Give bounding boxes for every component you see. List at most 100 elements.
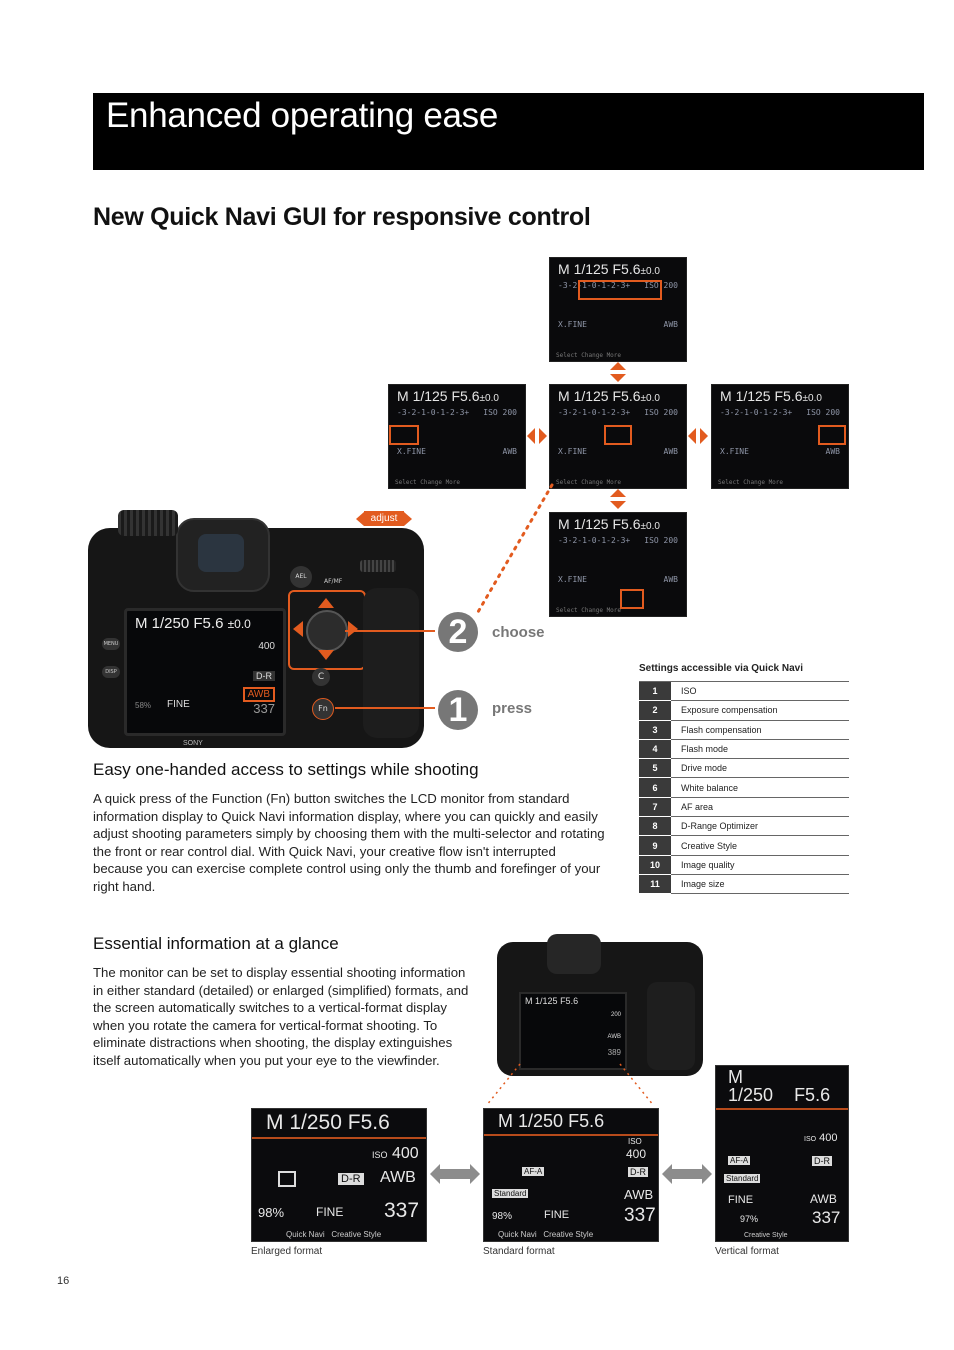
enl-footer-fn: Quick Navi (286, 1230, 325, 1239)
selection-highlight (818, 425, 846, 445)
qn-shutter: 1/125 (573, 516, 609, 532)
vert-shutter: 1/250 (728, 1085, 774, 1105)
drive-mode-icon (278, 1171, 296, 1187)
row-label: Drive mode (671, 758, 849, 779)
vert-mode: M (728, 1067, 743, 1087)
qn-wb: AWB (663, 575, 678, 584)
qn-quality: X.FINE (558, 320, 587, 329)
lcd-dro: D-R (253, 671, 275, 681)
row-label: Flash compensation (671, 720, 849, 740)
qn-footer: Select Change More (556, 352, 622, 359)
qn-quality: X.FINE (558, 447, 587, 456)
selection-highlight (604, 425, 632, 445)
lcd-shots: 337 (253, 701, 275, 716)
left-arrow-icon (527, 428, 535, 444)
ael-button[interactable]: AEL (290, 566, 312, 588)
camera-grip (363, 588, 419, 738)
press-label: press (492, 700, 533, 717)
adjust-left-point (356, 512, 364, 526)
selection-highlight (578, 280, 662, 300)
qn-ev: ±0.0 (640, 266, 660, 277)
qn-shutter: 1/125 (412, 388, 448, 404)
page-number: 16 (57, 1275, 70, 1287)
enl-shutter: 1/250 (289, 1111, 342, 1134)
lcd-quality: FINE (167, 699, 190, 710)
brand-logo: SONY (183, 740, 203, 747)
qn-footer: Select Change More (556, 607, 622, 614)
vert-wb: AWB (810, 1192, 837, 1206)
row-label: ISO (671, 682, 849, 702)
selection-highlight (620, 589, 644, 609)
qn-iso: ISO 200 (644, 536, 678, 545)
lcd-aperture: F5.6 (193, 615, 224, 632)
rear-dial[interactable] (360, 560, 396, 572)
multi-selector[interactable] (306, 610, 348, 652)
vertical-format-screen: M 1/250 F5.6 ISO 400 AF-A D-R Standard F… (715, 1065, 849, 1242)
enl-shots: 337 (384, 1199, 420, 1222)
qn-scale: -3-2-1-0-1-2-3+ (720, 408, 793, 417)
afmf-label: AF/MF (324, 578, 343, 585)
left-arrow-icon (293, 621, 303, 637)
qn-aperture: F5.6 (612, 388, 641, 404)
std-aperture: F5.6 (568, 1111, 605, 1131)
qn-aperture: F5.6 (612, 516, 641, 532)
row-number: 5 (639, 758, 671, 779)
small-camera-image: M 1/125 F5.6 200 AWB 389 (497, 934, 703, 1076)
essential-heading: Essential information at a glance (93, 934, 339, 953)
std-iso-label: ISO (628, 1137, 642, 1146)
easy-heading: Easy one-handed access to settings while… (93, 760, 479, 779)
qn-wb: AWB (663, 447, 678, 456)
lcd-shutter: 1/250 (151, 615, 190, 632)
small-wb: AWB (607, 1034, 621, 1040)
small-grip (647, 982, 695, 1070)
row-number: 4 (639, 739, 671, 760)
up-arrow-icon (610, 489, 626, 497)
small-mode: M (525, 996, 533, 1006)
dotted-connector (476, 483, 554, 614)
qn-mode: M (558, 516, 570, 532)
enl-dro: D-R (338, 1173, 364, 1185)
row-number: 11 (639, 874, 671, 895)
qn-ev: ±0.0 (479, 393, 499, 404)
page-title: Enhanced operating ease (106, 96, 499, 135)
disp-button[interactable]: DISP (102, 666, 120, 678)
qn-mode: M (558, 261, 570, 277)
enl-footer-c: Creative Style (331, 1230, 382, 1239)
row-label: Exposure compensation (671, 700, 849, 721)
double-arrow-icon (430, 1164, 480, 1184)
menu-button[interactable]: MENU (102, 638, 120, 650)
enl-wb: AWB (380, 1169, 416, 1186)
viewfinder-glass (198, 534, 244, 572)
enl-iso-label: ISO (372, 1150, 388, 1160)
vert-iso-label: ISO (804, 1136, 817, 1143)
right-arrow-icon (539, 428, 547, 444)
c-button[interactable]: C (312, 668, 330, 686)
qn-wb: AWB (663, 320, 678, 329)
std-dro: D-R (628, 1167, 648, 1177)
enl-aperture: F5.6 (347, 1111, 390, 1134)
lcd-mode: M (135, 615, 148, 632)
qn-ev: ±0.0 (640, 393, 660, 404)
fn-button[interactable]: Fn (312, 698, 334, 720)
qn-footer: Select Change More (556, 479, 622, 486)
vert-footer-c: Creative Style (744, 1232, 788, 1239)
row-number: 1 (639, 682, 671, 702)
up-arrow-icon (318, 598, 334, 608)
format-connector (485, 1063, 655, 1107)
qn-mode: M (720, 388, 732, 404)
std-style: Standard (492, 1189, 529, 1198)
row-label: Creative Style (671, 835, 849, 856)
qn-shutter: 1/125 (573, 261, 609, 277)
